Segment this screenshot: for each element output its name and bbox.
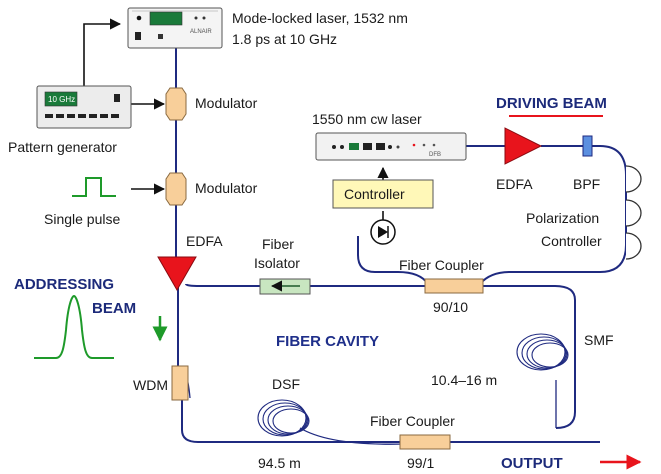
band-pass-filter [582,135,593,157]
laser-title: Mode-locked laser, 1532 nm [232,10,408,26]
polarization-label-2: Controller [541,233,602,249]
cw-laser-label: 1550 nm cw laser [312,111,422,127]
wdm-coupler [171,365,189,401]
smf-length: 10.4–16 m [431,372,497,388]
pattern-screen-text: 10 GHz [48,95,75,104]
fiber-coupler-bottom-label: Fiber Coupler [370,413,455,429]
gaussian-pulse [34,294,114,359]
laser-brand-text: ALNAIR [190,29,212,35]
controller-box [332,179,434,209]
modulator-1 [165,87,187,121]
single-pulse-waveform [72,177,116,197]
fiber-isolator-label-2: Isolator [254,255,300,271]
fiber-coupler-top-label: Fiber Coupler [399,257,484,273]
driving-beam-title: DRIVING BEAM [496,95,607,112]
fiber-cavity-title: FIBER CAVITY [276,333,379,350]
addressing-beam-title-2: BEAM [92,300,136,317]
dsf-fiber-coil [257,399,310,437]
polarization-label-1: Polarization [526,210,599,226]
bpf-label: BPF [573,176,600,192]
wdm-label: WDM [133,377,168,393]
polarization-controller-paddles [625,165,642,260]
control-wires [83,18,389,228]
fiber-coupler-bottom [399,434,451,450]
controller-label: Controller [344,186,405,202]
fiber-isolator-label-1: Fiber [262,236,294,252]
pattern-generator-label: Pattern generator [8,139,117,155]
cw-brand-text: DFB [429,152,441,158]
edfa-left-label: EDFA [186,233,223,249]
cw-laser-device: DFB [315,132,467,161]
edfa-left-amplifier [157,256,197,292]
dsf-length: 94.5 m [258,455,301,471]
smf-label: SMF [584,332,614,348]
addressing-beam-title-1: ADDRESSING [14,276,114,293]
fiber-isolator [259,278,311,295]
single-pulse-label: Single pulse [44,211,120,227]
ratio-top: 90/10 [433,299,468,315]
modulator-2-label: Modulator [195,180,258,196]
smf-fiber-coil [516,333,569,371]
modulator-2 [165,172,187,206]
modulator-1-label: Modulator [195,95,258,111]
edfa-right-label: EDFA [496,176,533,192]
output-label: OUTPUT [501,455,563,472]
dsf-label: DSF [272,376,300,392]
fiber-coupler-top [424,278,484,294]
mode-locked-laser-device: ALNAIR [127,7,223,49]
pattern-generator-device: 10 GHz [36,85,132,129]
photodiode-icon [370,219,396,245]
laser-spec: 1.8 ps at 10 GHz [232,31,337,47]
ratio-bottom: 99/1 [407,455,434,471]
edfa-right-amplifier [504,127,543,165]
